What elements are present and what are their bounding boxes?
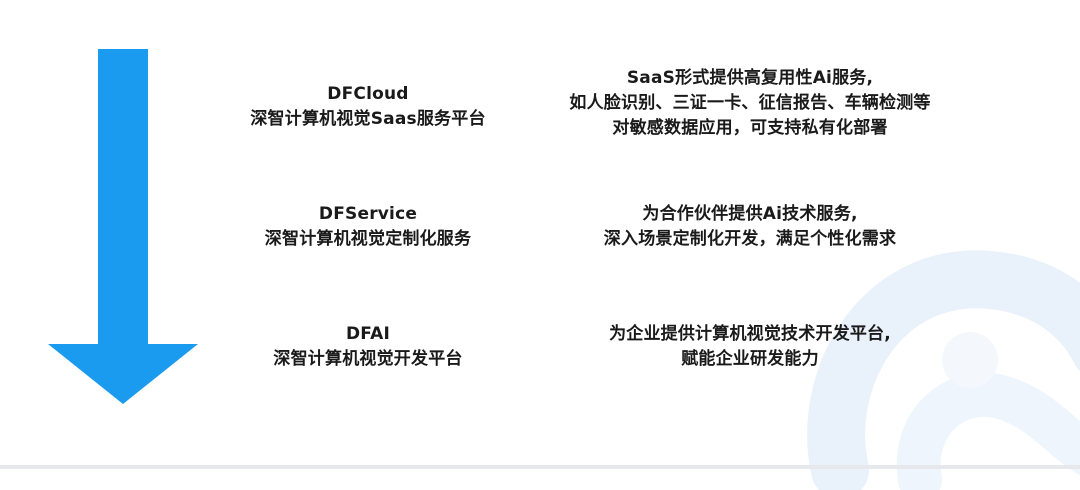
product-cell: DFAI 深智计算机视觉开发平台 xyxy=(218,322,518,372)
product-subtitle: 深智计算机视觉Saas服务平台 xyxy=(250,109,486,129)
description-cell: 为合作伙伴提供Ai技术服务, 深入场景定制化开发，满足个性化需求 xyxy=(530,202,970,252)
down-arrow-icon xyxy=(48,49,198,404)
description-cell: 为企业提供计算机视觉技术开发平台, 赋能企业研发能力 xyxy=(530,322,970,372)
product-cell: DFCloud 深智计算机视觉Saas服务平台 xyxy=(218,82,518,132)
brand-logo-watermark xyxy=(807,250,1080,490)
description-line: 赋能企业研发能力 xyxy=(681,349,819,369)
product-subtitle: 深智计算机视觉开发平台 xyxy=(273,349,463,369)
description-line: 深入场景定制化开发，满足个性化需求 xyxy=(603,229,897,249)
divider xyxy=(0,465,1080,469)
description-line: SaaS形式提供高复用性Ai服务, xyxy=(626,68,874,88)
description-line: 对敏感数据应用，可支持私有化部署 xyxy=(612,118,888,138)
product-name: DFService xyxy=(318,204,418,224)
description-line: 为合作伙伴提供Ai技术服务, xyxy=(642,204,858,224)
product-name: DFCloud xyxy=(327,84,409,104)
slide: { "colors": { "arrow": "#1a9bf0", "water… xyxy=(0,49,1080,490)
product-subtitle: 深智计算机视觉定制化服务 xyxy=(264,229,472,249)
description-cell: SaaS形式提供高复用性Ai服务, 如人脸识别、三证一卡、征信报告、车辆检测等 … xyxy=(530,66,970,141)
product-cell: DFService 深智计算机视觉定制化服务 xyxy=(218,202,518,252)
product-name: DFAI xyxy=(345,324,391,344)
description-line: 为企业提供计算机视觉技术开发平台, xyxy=(609,324,891,344)
description-line: 如人脸识别、三证一卡、征信报告、车辆检测等 xyxy=(569,93,931,113)
